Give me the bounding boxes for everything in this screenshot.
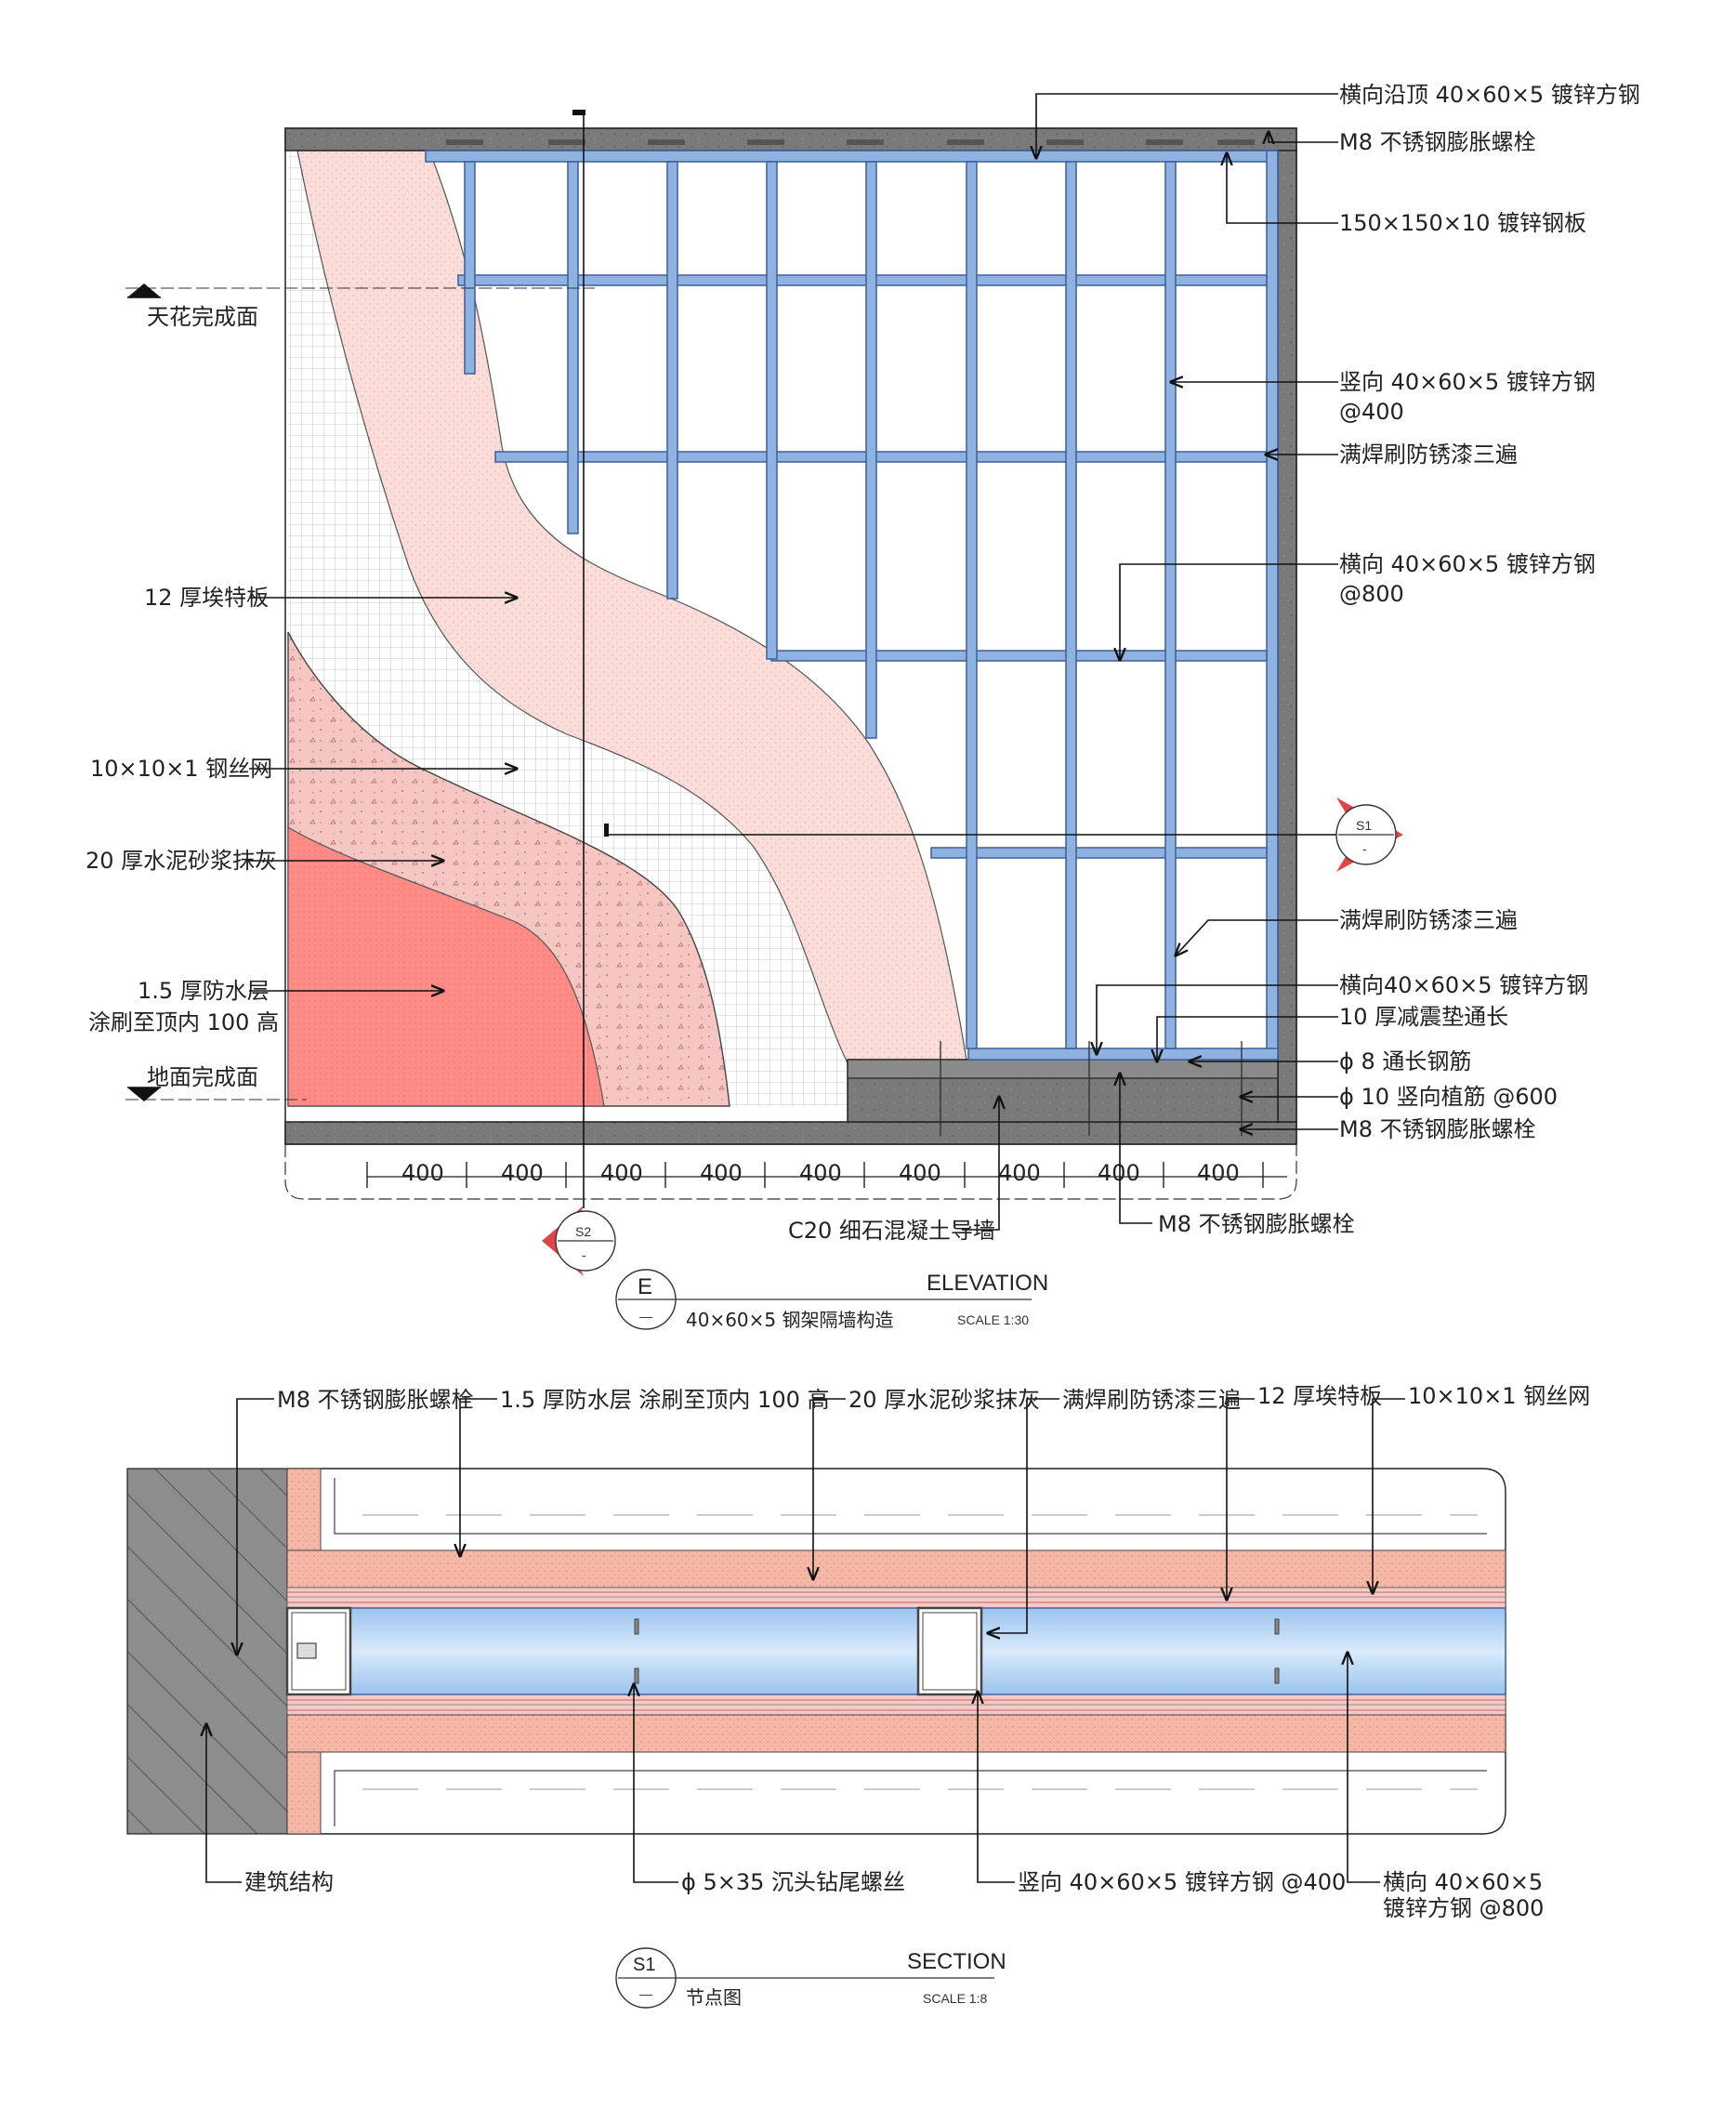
s1-marker-sub: - [1362, 841, 1367, 856]
label-expansion-bolt: M8 不锈钢膨胀螺栓 [1339, 129, 1536, 155]
label-waterproof: 1.5 厚防水层 [138, 978, 270, 1004]
section-scale: SCALE 1:8 [923, 1991, 987, 2006]
dim-400: 400 [998, 1160, 1041, 1186]
elevation-leaders [249, 93, 1338, 1231]
dimension-line [284, 1144, 1297, 1200]
ceiling-level-label: 天花完成面 [147, 304, 258, 330]
elevation-title-en: ELEVATION [927, 1271, 1048, 1296]
dim-400: 400 [700, 1160, 743, 1186]
label-horizontal-spacing: @800 [1339, 581, 1404, 607]
label-mortar: 20 厚水泥砂浆抹灰 [85, 848, 277, 874]
dimension-values: 400 400 400 400 400 400 400 400 400 [401, 1160, 1240, 1186]
elevation-code: E [638, 1274, 652, 1299]
section-marker-s1: S1 - [1335, 797, 1403, 872]
section-view: M8 不锈钢膨胀螺栓 1.5 厚防水层 涂刷至顶内 100 高 20 厚水泥砂浆… [126, 1383, 1590, 2009]
anchor-plates [446, 139, 1255, 145]
section-title-block: S1 — SECTION 节点图 SCALE 1:8 [615, 1947, 1006, 2009]
s-label-waterproof: 1.5 厚防水层 涂刷至顶内 100 高 [500, 1387, 830, 1413]
s-label-expansion-bolt: M8 不锈钢膨胀螺栓 [277, 1387, 474, 1413]
right-wall [1277, 150, 1297, 1123]
dim-400: 400 [1197, 1160, 1240, 1186]
damping-pad [847, 1059, 1279, 1079]
label-damping-pad: 10 厚减震垫通长 [1339, 1004, 1508, 1030]
label-wire-mesh: 10×10×1 钢丝网 [90, 756, 272, 782]
section-top-labels: M8 不锈钢膨胀螺栓 1.5 厚防水层 涂刷至顶内 100 高 20 厚水泥砂浆… [277, 1383, 1590, 1413]
dim-400: 400 [899, 1160, 941, 1186]
elevation-left-labels: 12 厚埃特板 10×10×1 钢丝网 20 厚水泥砂浆抹灰 1.5 厚防水层 … [85, 585, 279, 1035]
elevation-right-labels: 横向沿顶 40×60×5 镀锌方钢 M8 不锈钢膨胀螺栓 150×150×10 … [1339, 82, 1640, 1142]
label-rebar-8: ϕ 8 通长钢筋 [1339, 1048, 1471, 1074]
level-lines [125, 283, 595, 1101]
label-vertical-steel: 竖向 40×60×5 镀锌方钢 [1339, 369, 1596, 395]
steel-frame [425, 150, 1279, 1061]
label-eternit-board: 12 厚埃特板 [144, 585, 269, 611]
elevation-view: 天花完成面 地面完成面 400 [85, 82, 1640, 1331]
s-label-building-structure: 建筑结构 [244, 1869, 334, 1895]
vertical-steel-sections [285, 1606, 983, 1696]
section-leaders [206, 1398, 1405, 1883]
label-horizontal-steel: 横向 40×60×5 镀锌方钢 [1339, 551, 1596, 577]
dim-400: 400 [600, 1160, 643, 1186]
s-label-horizontal-steel: 横向 40×60×5 [1383, 1869, 1543, 1895]
building-structure [126, 1468, 288, 1835]
s2-marker-sub: - [582, 1247, 586, 1262]
label-rebar-10: ϕ 10 竖向植筋 @600 [1339, 1084, 1558, 1110]
s-label-screw: ϕ 5×35 沉头钻尾螺丝 [681, 1869, 905, 1895]
dim-400: 400 [401, 1160, 444, 1186]
elevation-scale: SCALE 1:30 [957, 1312, 1029, 1327]
elevation-title-block: E — ELEVATION 40×60×5 钢架隔墙构造 SCALE 1:30 [615, 1269, 1048, 1331]
rebars [940, 1041, 1243, 1136]
elevation-title-cn: 40×60×5 钢架隔墙构造 [686, 1309, 894, 1331]
section-code: S1 [633, 1955, 655, 1975]
waterproof-layer [287, 825, 605, 1107]
label-bottom-runner: 横向40×60×5 镀锌方钢 [1339, 972, 1588, 998]
floor-slab [284, 1121, 1297, 1145]
label-weld-paint: 满焊刷防锈漆三遍 [1339, 442, 1518, 468]
label-weld-paint-2: 满焊刷防锈漆三遍 [1339, 907, 1518, 933]
s-label-vertical-steel: 竖向 40×60×5 镀锌方钢 @400 [1018, 1869, 1346, 1895]
dim-400: 400 [1098, 1160, 1140, 1186]
label-guide-wall: C20 细石混凝土导墙 [788, 1218, 995, 1244]
s-label-wire-mesh: 10×10×1 钢丝网 [1408, 1383, 1590, 1409]
dim-400: 400 [501, 1160, 544, 1186]
section-code-sub: — [639, 1986, 652, 2001]
label-steel-plate: 150×150×10 镀锌钢板 [1339, 210, 1586, 236]
section-title-en: SECTION [907, 1949, 1006, 1974]
label-vertical-spacing: @400 [1339, 399, 1404, 425]
label-expansion-bolt-2: M8 不锈钢膨胀螺栓 [1158, 1211, 1355, 1237]
label-top-runner: 横向沿顶 40×60×5 镀锌方钢 [1339, 82, 1640, 108]
s-label-weld-paint: 满焊刷防锈漆三遍 [1062, 1387, 1241, 1413]
label-expansion-bolt-bottom: M8 不锈钢膨胀螺栓 [1339, 1116, 1536, 1142]
ceiling-slab [284, 127, 1297, 152]
section-marker-s2: S2 - [542, 1206, 616, 1276]
s-label-horizontal-spacing: 镀锌方钢 @800 [1383, 1895, 1544, 1921]
section-bottom-labels: 建筑结构 ϕ 5×35 沉头钻尾螺丝 竖向 40×60×5 镀锌方钢 @400 … [244, 1869, 1544, 1921]
dim-400: 400 [799, 1160, 842, 1186]
elevation-code-sub: — [639, 1309, 652, 1324]
s1-marker-code: S1 [1356, 818, 1372, 833]
s-label-eternit-board: 12 厚埃特板 [1257, 1383, 1382, 1409]
floor-level-label: 地面完成面 [147, 1064, 258, 1090]
s2-marker-code: S2 [575, 1224, 591, 1239]
section-title-cn: 节点图 [686, 1986, 742, 2009]
label-waterproof-height: 涂刷至顶内 100 高 [88, 1009, 279, 1035]
s-label-mortar: 20 厚水泥砂浆抹灰 [848, 1387, 1040, 1413]
horizontal-steel-section [286, 1607, 1506, 1695]
